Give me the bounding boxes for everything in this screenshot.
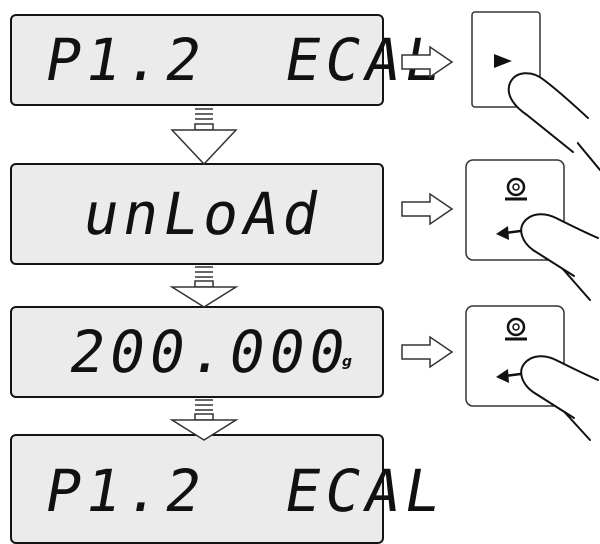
right-arrow-3 (402, 337, 452, 367)
diagram-graphics (0, 0, 600, 530)
right-arrow-1 (402, 47, 452, 77)
down-arrow-3 (172, 400, 236, 440)
pressing-finger-icon (509, 73, 600, 170)
down-arrow-2 (172, 267, 236, 307)
calibration-procedure-diagram: P1.2 ECAL unLoAd 200.000 g P1.2 ECAL (0, 0, 600, 530)
key-step-1 (472, 12, 600, 170)
down-arrow-1 (172, 109, 236, 164)
key-step-3 (466, 306, 598, 440)
right-arrow-2 (402, 194, 452, 224)
key-step-2 (466, 160, 598, 300)
